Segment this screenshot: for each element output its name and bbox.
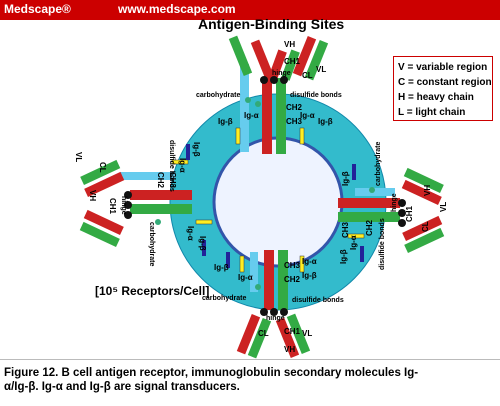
diagram-title: Antigen-Binding Sites (198, 16, 345, 32)
label-igbeta-left-upper: Ig-β (192, 142, 201, 157)
label-vh-right: VH (423, 185, 432, 196)
legend-item: C = constant region (398, 77, 492, 88)
label-ch1-right: CH1 (405, 205, 414, 222)
label-ch3-bottom: CH3 (284, 261, 301, 270)
label-ch1-left: CH1 (108, 198, 117, 215)
label-igalpha-left-lower: Ig-α (186, 226, 195, 241)
receptor-left (79, 144, 213, 256)
label-carbohydrate-right: carbohydrate (375, 142, 382, 186)
label-ch2-top: CH2 (286, 103, 303, 112)
receptor-top (228, 35, 329, 154)
label-vh-top: VH (284, 40, 295, 49)
cell-interior (212, 136, 344, 268)
label-igalpha-bottom-left: Ig-α (238, 273, 253, 282)
label-igbeta-bottom-right: Ig-β (302, 271, 317, 280)
label-vl-left: VL (74, 152, 83, 162)
label-igbeta-bottom-left: Ig-β (214, 263, 229, 272)
legend-item: L = light chain (398, 107, 466, 118)
caption-line-2: α/Ig-β. Ig-α and Ig-β are signal transdu… (4, 381, 240, 393)
legend-box: V = variable region C = constant region … (393, 56, 493, 121)
label-igbeta-top-right: Ig-β (318, 117, 333, 126)
label-cl-top: CL (302, 71, 313, 80)
label-hinge-left: hinge (120, 196, 127, 215)
label-ch2-bottom: CH2 (284, 275, 301, 284)
legend-item: H = heavy chain (398, 92, 474, 103)
site-url[interactable]: www.medscape.com (118, 2, 236, 16)
label-igalpha-right: Ig-α (349, 235, 358, 250)
label-disulfide-bottom: disulfide bonds (292, 297, 344, 304)
receptor-bottom (226, 250, 311, 359)
medscape-banner: Medscape® www.medscape.com (0, 0, 500, 20)
receptor-right (338, 164, 445, 262)
legend-item: V = variable region (398, 62, 488, 73)
label-disulfide-right: disulfide bonds (379, 218, 386, 270)
label-igbeta-left-lower: Ig-β (198, 236, 207, 251)
label-cl-right: CL (421, 221, 430, 232)
label-igbeta-right-lower: Ig-β (339, 249, 348, 264)
label-vh-bottom: VH (284, 345, 295, 354)
label-igalpha-top-right: Ig-α (300, 111, 315, 120)
diagram-labels: VH VL CH1 CL hinge disulfide bonds carbo… (74, 40, 448, 354)
label-cl-left: CL (98, 162, 107, 173)
label-ch2-right: CH2 (365, 219, 374, 236)
label-ch2-left: CH2 (156, 172, 165, 189)
label-hinge-bottom: hinge (266, 315, 285, 322)
brand-logo[interactable]: Medscape® (4, 2, 71, 16)
label-igalpha-top-left: Ig-α (244, 111, 259, 120)
label-ch3-top: CH3 (286, 117, 303, 126)
caption-line-1: Figure 12. B cell antigen receptor, immu… (4, 367, 419, 379)
label-ch3-right: CH3 (341, 221, 350, 238)
label-disulfide-top: disulfide bonds (290, 92, 342, 99)
label-hinge-right: hinge (391, 193, 398, 212)
label-igbeta-top-left: Ig-β (218, 117, 233, 126)
label-carbohydrate-bottom: carbohydrate (202, 295, 246, 302)
label-vl-right: VL (439, 202, 448, 212)
label-igbeta-right-upper: Ig-β (341, 171, 350, 186)
label-ch3-left: CH3 (168, 172, 177, 189)
label-vl-top: VL (316, 65, 326, 74)
label-vl-bottom: VL (302, 329, 312, 338)
label-igalpha-bottom-right: Ig-α (302, 257, 317, 266)
label-cl-bottom: CL (258, 329, 269, 338)
label-hinge-top: hinge (272, 70, 291, 77)
label-carbohydrate-left: carbohydrate (148, 222, 155, 266)
label-vh-left: VH (88, 190, 97, 201)
label-carbohydrate-top: carbohydrate (196, 92, 240, 99)
label-ch1-top: CH1 (284, 57, 301, 66)
figure-caption: Figure 12. B cell antigen receptor, immu… (0, 359, 500, 406)
label-ch1-bottom: CH1 (284, 327, 301, 336)
label-disulfide-left: disulfide bonds (168, 140, 175, 192)
receptor-count-label: [10⁵ Receptors/Cell] (95, 284, 210, 298)
label-igalpha-left-upper: Ig-α (178, 158, 187, 173)
